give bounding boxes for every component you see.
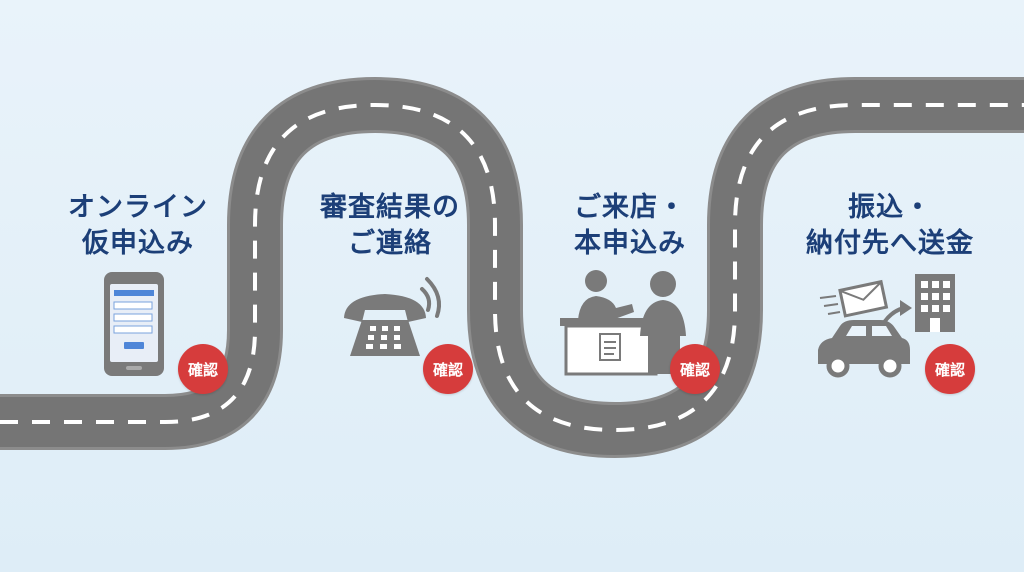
step-2-line1: 審査結果の (320, 192, 460, 223)
step-1-confirm-badge: 確認 (178, 344, 228, 394)
step-3-title: ご来店・ 本申込み (510, 190, 750, 262)
step-3-confirm-badge: 確認 (670, 344, 720, 394)
telephone-icon (344, 277, 441, 356)
counter-visit-icon (560, 270, 686, 376)
smartphone-form-icon (104, 272, 164, 376)
step-3-line1: ご来店・ (574, 192, 686, 223)
step-2-line2: ご連絡 (348, 228, 432, 259)
step-4-confirm-badge: 確認 (925, 344, 975, 394)
step-4-line1: 振込・ (848, 192, 932, 223)
step-1-line1: オンライン (68, 192, 208, 223)
step-1-line2: 仮申込み (82, 228, 194, 259)
step-4-title: 振込・ 納付先へ送金 (770, 190, 1010, 262)
transfer-delivery-icon (818, 274, 955, 378)
step-2-confirm-badge: 確認 (423, 344, 473, 394)
step-1-title: オンライン 仮申込み (18, 190, 258, 262)
winding-road (0, 77, 1024, 458)
step-3-line2: 本申込み (574, 228, 686, 259)
step-4-line2: 納付先へ送金 (806, 228, 974, 259)
step-2-title: 審査結果の ご連絡 (270, 190, 510, 262)
